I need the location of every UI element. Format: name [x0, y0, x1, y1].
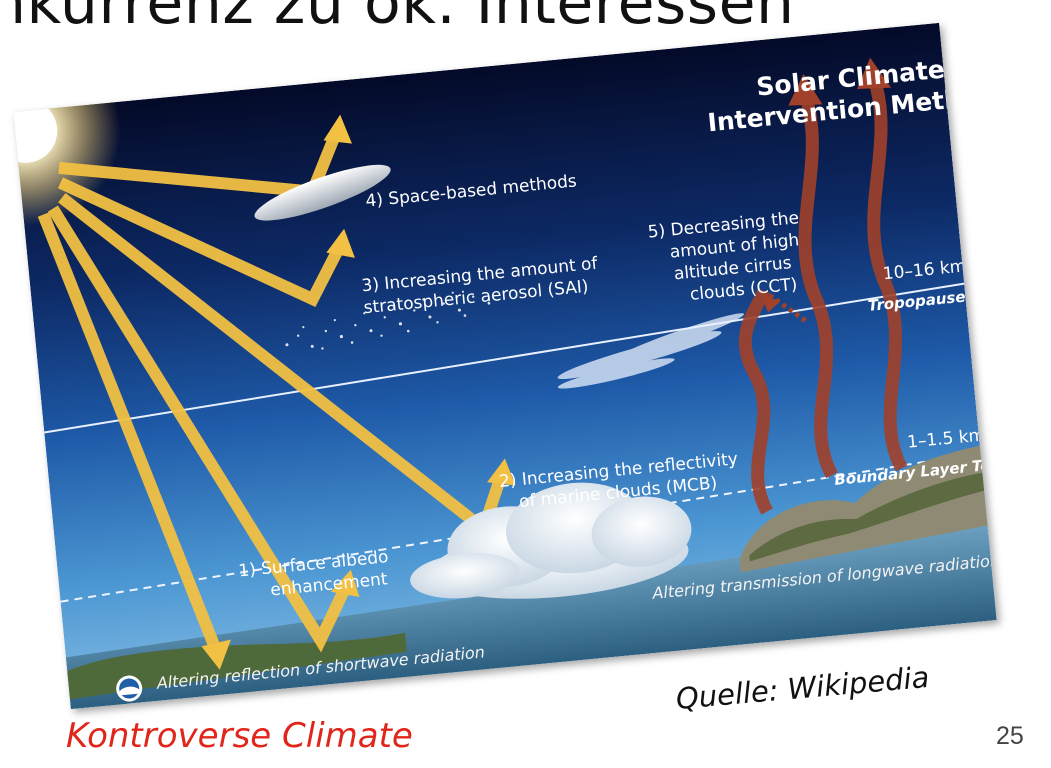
- arrowhead-space: [323, 114, 352, 144]
- arrowhead-albedo: [330, 569, 360, 598]
- arrowhead-surface: [201, 639, 231, 670]
- arrow-surface: [37, 212, 222, 653]
- sun-core: [13, 98, 58, 163]
- arrowhead-mcb: [487, 458, 516, 486]
- slide-title: nkurrenz zu ök. Interessen: [0, 0, 795, 38]
- tropopause-line: [44, 282, 965, 434]
- source-caption: Quelle: Wikipedia: [674, 659, 931, 716]
- longwave-arrows: [738, 77, 908, 515]
- noaa-logo: [116, 675, 143, 702]
- longwave-arrow-2: [798, 93, 838, 479]
- longwave-arrow-3: [867, 77, 908, 472]
- arrow-sai: [57, 177, 346, 307]
- longwave-arrowheads: [760, 57, 892, 313]
- right-coast-vegetation: [749, 472, 985, 562]
- sunlight-arrowheads: [201, 114, 516, 670]
- red-caption: Kontroverse Climate: [66, 716, 413, 756]
- space-reflector: [254, 164, 391, 221]
- aerosol-layer: [285, 291, 491, 350]
- arrow-albedo: [47, 205, 351, 653]
- cirrus-cloud: [557, 313, 745, 389]
- arrowhead-sai: [326, 228, 355, 258]
- page-number: 25: [996, 722, 1024, 750]
- longwave-arrowhead-1: [760, 293, 781, 313]
- longwave-arrow-1: [738, 288, 773, 515]
- longwave-arrowhead-2: [788, 74, 823, 106]
- longwave-arrowhead-3: [857, 57, 892, 89]
- marine-cloud: [410, 482, 692, 599]
- climate-intervention-diagram: Solar Climate Intervention Methods 4) Sp…: [13, 22, 997, 710]
